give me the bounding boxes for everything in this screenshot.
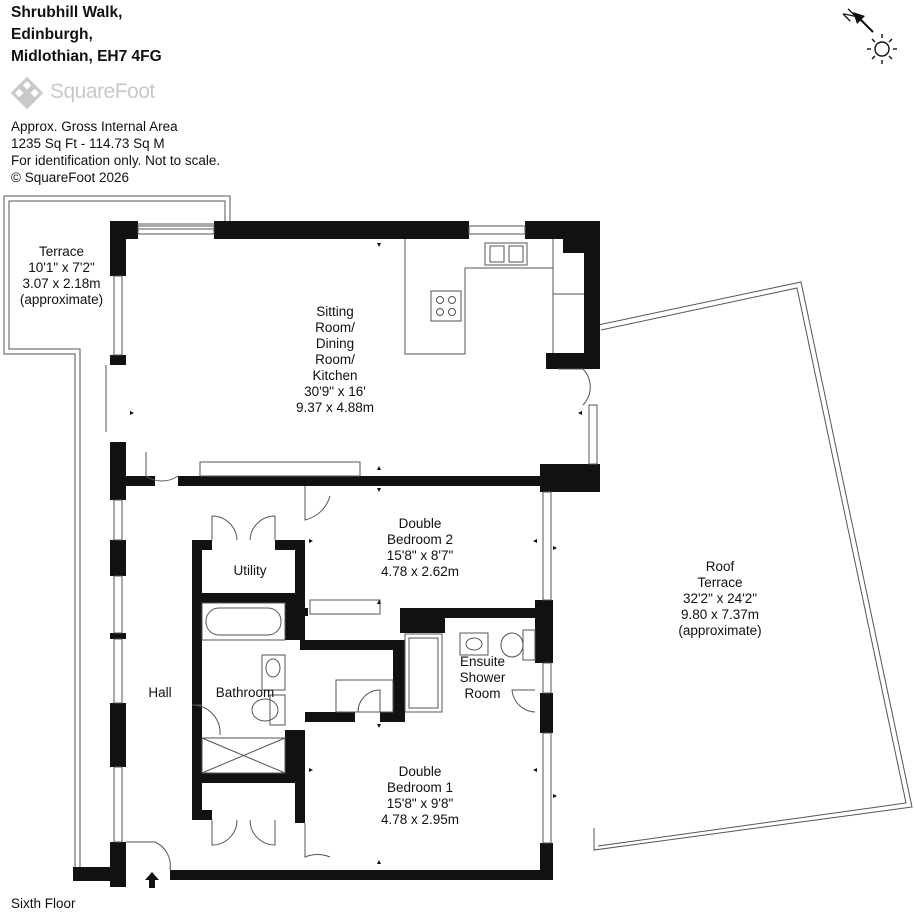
dimension-tick	[553, 546, 557, 550]
hall-name: Hall	[148, 685, 172, 700]
roof-line-1: Roof	[705, 559, 735, 574]
sitting-size-metric: 9.37 x 4.88m	[295, 400, 375, 415]
dimension-tick	[377, 724, 381, 728]
bed1-size-imperial: 15'8" x 9'8"	[386, 796, 454, 811]
room-label-sitting-room: Sitting Room/ Dining Room/ Kitchen 30'9"…	[290, 304, 380, 416]
dimension-tick	[309, 539, 313, 543]
bathroom-fixtures	[201, 599, 536, 774]
dimension-tick	[377, 600, 381, 604]
utility-name: Utility	[233, 563, 267, 578]
room-label-ensuite: Ensuite Shower Room	[450, 654, 515, 702]
bed2-size-metric: 4.78 x 2.62m	[380, 564, 460, 579]
room-label-hall: Hall	[140, 685, 180, 701]
info-line-4: © SquareFoot 2026	[11, 170, 130, 185]
sitting-line-1: Sitting	[316, 304, 354, 319]
dimension-tick	[377, 488, 381, 492]
bathroom-name: Bathroom	[215, 685, 275, 700]
dimension-tick	[377, 466, 381, 470]
sitting-line-2: Room/	[315, 320, 355, 335]
roof-size-imperial: 32'2" x 24'2"	[682, 591, 758, 606]
doors	[126, 368, 591, 871]
kitchen-units	[199, 239, 584, 477]
dimension-tick	[377, 243, 381, 247]
bed1-line-2: Bedroom 1	[386, 780, 454, 795]
bed1-line-1: Double	[398, 764, 442, 779]
terrace-note: (approximate)	[19, 292, 104, 307]
sun-icon	[867, 34, 897, 64]
dimension-ticks	[130, 243, 582, 864]
entrance-arrow-icon	[145, 872, 159, 888]
property-address: Shrubhill Walk, Edinburgh, Midlothian, E…	[11, 2, 162, 68]
bed2-line-1: Double	[398, 516, 442, 531]
ensuite-line-2: Shower	[459, 670, 506, 685]
windows	[105, 225, 598, 844]
address-line-1: Shrubhill Walk,	[11, 4, 123, 21]
dimension-tick	[533, 768, 537, 772]
area-info: Approx. Gross Internal Area 1235 Sq Ft -…	[11, 118, 220, 186]
ensuite-line-3: Room	[464, 686, 501, 701]
floor-label: Sixth Floor	[11, 896, 76, 911]
terrace-name: Terrace	[38, 244, 84, 259]
address-line-3: Midlothian, EH7 4FG	[11, 48, 162, 65]
bed2-size-imperial: 15'8" x 8'7"	[386, 548, 454, 563]
brand-logo: SquareFoot	[10, 76, 170, 110]
roof-size-metric: 9.80 x 7.37m	[680, 607, 760, 622]
terrace-size-metric: 3.07 x 2.18m	[22, 276, 101, 291]
roof-terrace-outline	[593, 281, 913, 851]
dimension-tick	[578, 411, 582, 415]
dimension-tick	[309, 768, 313, 772]
compass-icon: N	[840, 6, 897, 64]
info-line-3: For identification only. Not to scale.	[11, 153, 221, 168]
room-label-roof-terrace: Roof Terrace 32'2" x 24'2" 9.80 x 7.37m …	[665, 559, 775, 639]
info-line-2: 1235 Sq Ft - 114.73 Sq M	[11, 136, 165, 151]
address-line-2: Edinburgh,	[11, 26, 93, 43]
sitting-line-4: Room/	[315, 352, 355, 367]
sitting-size-imperial: 30'9" x 16'	[304, 384, 366, 399]
dimension-tick	[533, 539, 537, 543]
terrace-size-imperial: 10'1" x 7'2"	[28, 260, 95, 275]
roof-line-2: Terrace	[697, 575, 743, 590]
dimension-tick	[130, 411, 134, 415]
dimension-tick	[377, 860, 381, 864]
walls	[73, 221, 600, 887]
room-label-double-bedroom-2: Double Bedroom 2 15'8" x 8'7" 4.78 x 2.6…	[370, 516, 470, 580]
ensuite-line-1: Ensuite	[459, 654, 506, 669]
bed2-line-2: Bedroom 2	[386, 532, 454, 547]
sitting-line-3: Dining	[315, 336, 355, 351]
room-label-double-bedroom-1: Double Bedroom 1 15'8" x 9'8" 4.78 x 2.9…	[370, 764, 470, 828]
squarefoot-logo-icon	[10, 76, 44, 110]
sitting-line-5: Kitchen	[312, 368, 358, 383]
brand-name: SquareFoot	[50, 80, 155, 103]
room-label-terrace: Terrace 10'1" x 7'2" 3.07 x 2.18m (appro…	[14, 244, 109, 308]
roof-note: (approximate)	[678, 623, 762, 638]
room-label-bathroom: Bathroom	[210, 685, 280, 701]
bed1-size-metric: 4.78 x 2.95m	[380, 812, 460, 827]
dimension-tick	[553, 794, 557, 798]
room-label-utility: Utility	[220, 563, 280, 579]
info-line-1: Approx. Gross Internal Area	[11, 119, 178, 134]
